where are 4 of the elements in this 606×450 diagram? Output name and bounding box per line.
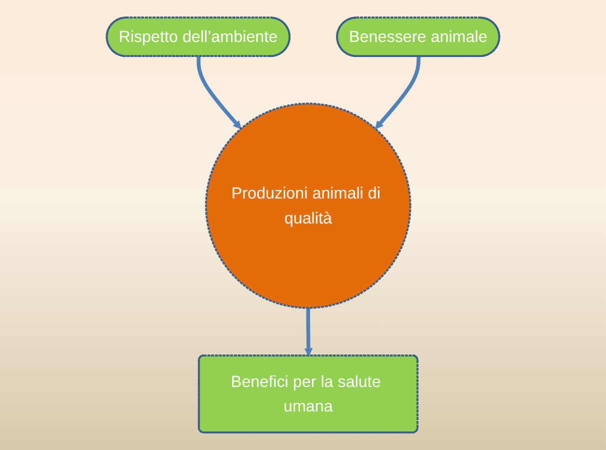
- arrow: [196, 56, 242, 130]
- node-circle: Produzioni animali di qualità: [205, 102, 412, 309]
- arrow: [375, 56, 421, 130]
- arrow: [304, 308, 313, 356]
